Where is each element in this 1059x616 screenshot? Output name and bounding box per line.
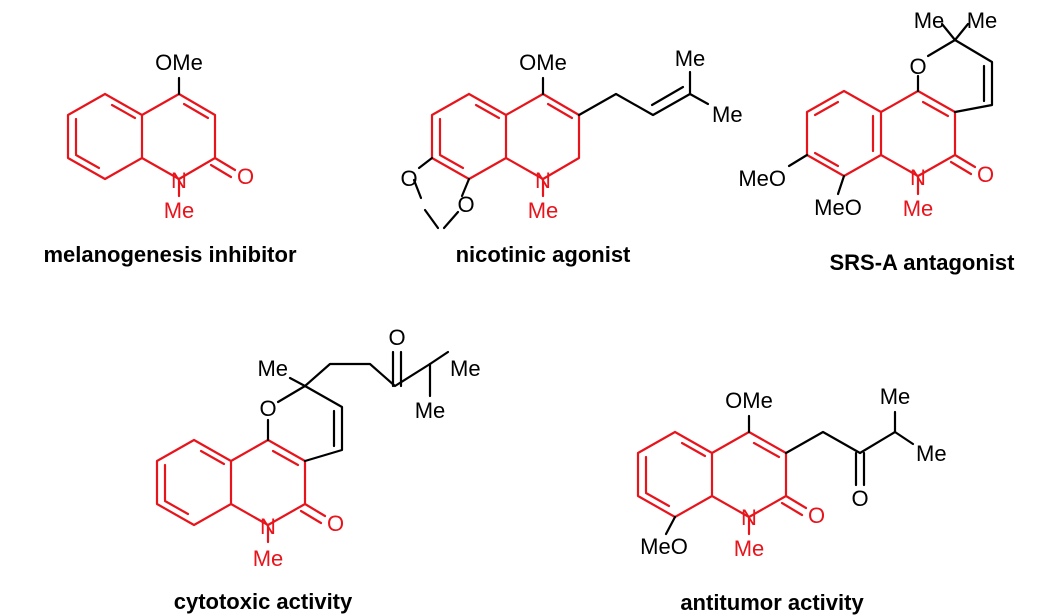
compound-cytotoxic-activity: Me O Me Me O N O Me cytotoxic activity — [155, 325, 481, 614]
methyl-label: Me — [880, 384, 911, 409]
dioxole-oxygen-label: O — [400, 166, 417, 191]
quinolinone-scaffold-bonds — [636, 430, 808, 536]
methyl-label: Me — [675, 46, 706, 71]
dioxole-oxygen-label: O — [457, 192, 474, 217]
carbonyl-oxygen-label: O — [327, 511, 344, 536]
substituent-bonds — [412, 70, 710, 230]
carbonyl-oxygen-label: O — [237, 164, 254, 189]
quinolinone-scaffold-bonds — [805, 89, 977, 196]
substituent-bonds — [664, 410, 915, 536]
methyl-label: Me — [967, 8, 998, 33]
methyl-label: Me — [916, 441, 947, 466]
methoxy-label: MeO — [814, 195, 862, 220]
compound-caption: SRS-A antagonist — [830, 250, 1016, 275]
methyl-label: Me — [712, 102, 743, 127]
quinolinone-scaffold-bonds — [155, 438, 327, 544]
compound-srs-a-antagonist: Me Me O MeO MeO N Me O SRS-A antagonist — [738, 8, 1015, 275]
n-methyl-label: Me — [164, 198, 195, 223]
methoxy-label: OMe — [725, 388, 773, 413]
n-methyl-label: Me — [903, 196, 934, 221]
compound-caption: nicotinic agonist — [456, 242, 631, 267]
nitrogen-label: N — [535, 168, 551, 193]
compound-melanogenesis-inhibitor: OMe O N Me melanogenesis inhibitor — [43, 50, 296, 267]
methoxy-label: MeO — [738, 166, 786, 191]
methyl-label: Me — [257, 356, 288, 381]
compound-caption: cytotoxic activity — [174, 589, 353, 614]
nitrogen-label: N — [171, 168, 187, 193]
substituent-bonds — [787, 22, 994, 196]
compound-caption: antitumor activity — [680, 590, 864, 615]
methoxy-label: OMe — [519, 50, 567, 75]
methoxy-label: OMe — [155, 50, 203, 75]
n-methyl-label: Me — [734, 536, 765, 561]
quinoline-scaffold-bonds — [430, 92, 581, 198]
n-methyl-label: Me — [253, 546, 284, 571]
methyl-label: Me — [450, 356, 481, 381]
carbonyl-oxygen-label: O — [808, 503, 825, 528]
methoxy-label: MeO — [640, 534, 688, 559]
nitrogen-label: N — [260, 514, 276, 539]
pyran-oxygen-label: O — [909, 54, 926, 79]
compound-caption: melanogenesis inhibitor — [43, 242, 296, 267]
nitrogen-label: N — [741, 505, 757, 530]
substituent-bonds — [266, 350, 450, 463]
methyl-label: Me — [914, 8, 945, 33]
compound-nicotinic-agonist: OMe Me Me O O N Me nicotinic agonist — [400, 46, 742, 267]
n-methyl-label: Me — [528, 198, 559, 223]
methyl-label: Me — [415, 398, 446, 423]
pyran-oxygen-label: O — [259, 396, 276, 421]
ketone-oxygen-label: O — [388, 325, 405, 350]
carbonyl-oxygen-label: O — [977, 162, 994, 187]
ketone-oxygen-label: O — [851, 486, 868, 511]
nitrogen-label: N — [910, 165, 926, 190]
compound-antitumor-activity: OMe Me Me O MeO N O Me antitumor activit… — [636, 384, 947, 615]
quinolinone-scaffold-bonds — [66, 92, 237, 198]
